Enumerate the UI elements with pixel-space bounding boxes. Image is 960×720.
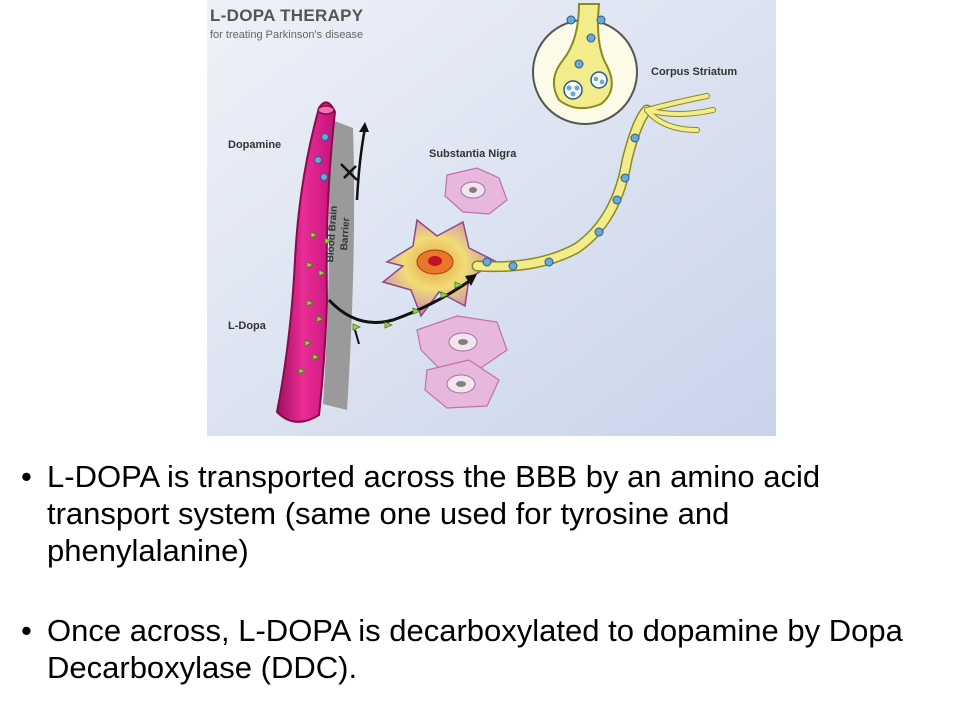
- figure-title: L-DOPA THERAPY: [210, 6, 364, 25]
- dopamine-molecule: [612, 195, 622, 205]
- transport-ldopa-molecules: [352, 281, 464, 331]
- label-dopamine: Dopamine: [228, 139, 282, 151]
- label-substantia-nigra: Substantia Nigra: [429, 148, 517, 160]
- dopamine-molecule: [544, 257, 554, 267]
- ldopa-molecule: [324, 237, 332, 245]
- nucleolus: [456, 381, 466, 387]
- dopamine-molecule: [593, 76, 599, 82]
- ldopa-molecule: [312, 353, 320, 361]
- diagram-canvas: [207, 0, 776, 436]
- axon-terminal-branches: [645, 94, 715, 132]
- dopamine-molecule: [596, 15, 606, 25]
- ldopa-molecule: [298, 367, 306, 375]
- label-corpus-striatum: Corpus Striatum: [651, 66, 738, 78]
- ldopa-therapy-illustration: L-DOPA THERAPY for treating Parkinson's …: [207, 0, 776, 436]
- axon-dopamine-dots: [482, 133, 640, 271]
- figure-subtitle: for treating Parkinson's disease: [210, 29, 364, 41]
- neuron-nucleolus: [428, 256, 442, 266]
- label-ldopa: L-Dopa: [228, 320, 266, 332]
- bullet-text: Once across, L-DOPA is decarboxylated to…: [47, 613, 903, 685]
- ldopa-molecule: [306, 261, 314, 269]
- blocked-cross-icon: [340, 163, 358, 181]
- dopamine-molecule: [314, 156, 322, 164]
- blood-brain-barrier-wall: [323, 118, 355, 410]
- ldopa-molecule: [352, 323, 362, 331]
- dopamine-molecule: [570, 91, 576, 97]
- ldopa-molecule: [454, 281, 464, 289]
- dopamine-molecule: [321, 133, 329, 141]
- label-bbb-line2: Barrier: [339, 217, 353, 251]
- dopamine-molecule: [574, 85, 580, 91]
- dopamine-molecule: [320, 173, 328, 181]
- dopamine-arrowhead: [359, 122, 369, 132]
- dopamine-molecule: [482, 257, 492, 267]
- dopamine-molecule: [574, 59, 584, 69]
- ldopa-molecule: [310, 231, 318, 239]
- ldopa-pointer: [354, 329, 360, 345]
- dopamine-molecule: [586, 33, 596, 43]
- nucleolus: [458, 339, 468, 345]
- nucleolus: [469, 187, 477, 193]
- blood-vessel: [275, 101, 337, 423]
- vessel-ldopa-molecules: [298, 231, 332, 375]
- ldopa-molecule: [316, 315, 324, 323]
- bullet-marker: •: [21, 459, 32, 494]
- vesicles: [563, 15, 608, 100]
- vessel-opening: [317, 105, 335, 115]
- ldopa-molecule: [384, 321, 394, 329]
- dopamine-molecule: [508, 261, 518, 271]
- vessel-dopamine-dots: [314, 133, 329, 181]
- vesicle: [563, 80, 583, 100]
- dopamine-molecule: [620, 173, 630, 183]
- ldopa-molecule: [440, 291, 450, 299]
- dopamine-molecule: [630, 133, 640, 143]
- ldopa-molecule: [318, 269, 326, 277]
- ldopa-transport-arrow: [327, 278, 472, 324]
- dopamine-molecule: [566, 85, 572, 91]
- vesicle: [590, 71, 608, 89]
- ldopa-molecule: [306, 299, 314, 307]
- ldopa-transport-arrowhead: [465, 274, 477, 286]
- bullet-marker: •: [21, 613, 32, 648]
- dopamine-molecule: [594, 227, 604, 237]
- dopamine-molecule: [599, 79, 605, 85]
- ldopa-molecule: [412, 307, 422, 315]
- ldopa-molecule: [304, 339, 312, 347]
- dopamine-molecule: [566, 15, 576, 25]
- bullet-text: L-DOPA is transported across the BBB by …: [47, 459, 821, 568]
- dopamine-arrow: [355, 127, 367, 201]
